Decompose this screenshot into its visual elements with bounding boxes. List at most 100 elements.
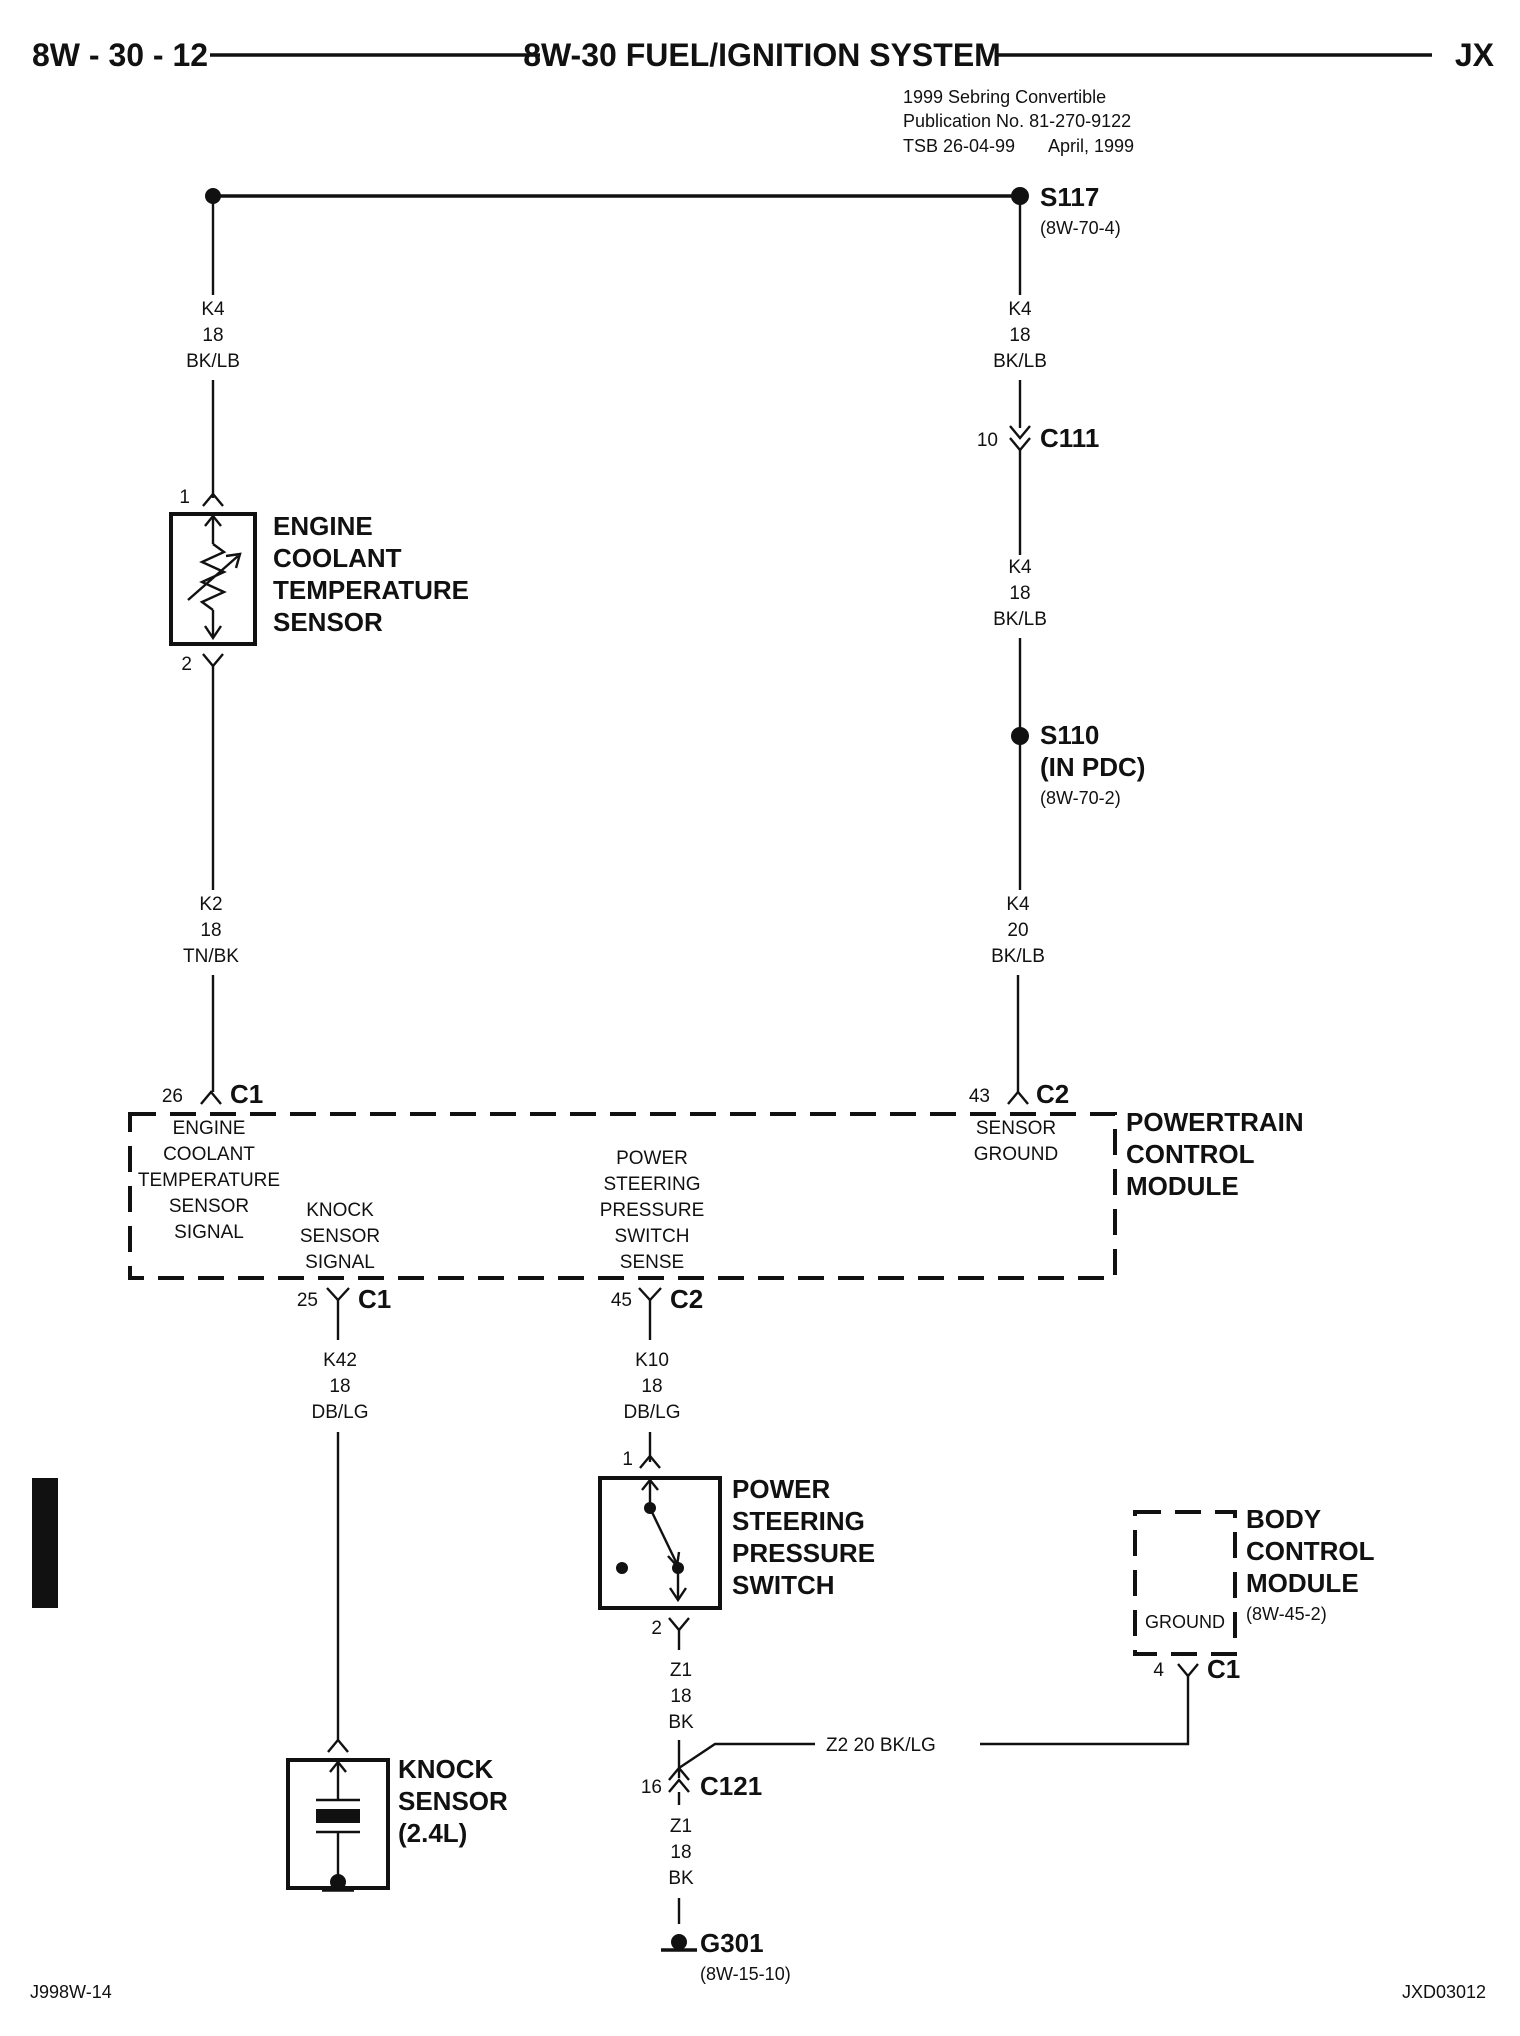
pcm-ects-signal-line-5: SIGNAL bbox=[174, 1222, 244, 1243]
pressure-switch-icon bbox=[616, 1478, 687, 1603]
page-title: 8W-30 FUEL/IGNITION SYSTEM bbox=[523, 37, 1001, 73]
psps-label-line-1: POWER bbox=[732, 1474, 830, 1504]
publication-tsb: TSB 26-04-99 bbox=[903, 136, 1015, 156]
pcm-knock-signal-line-2: SENSOR bbox=[300, 1226, 380, 1247]
pcm-c1-25-name: C1 bbox=[358, 1284, 391, 1314]
ects-pin2-connector-icon bbox=[202, 653, 224, 668]
top-bus: S117 (8W-70-4) bbox=[205, 182, 1121, 238]
wire-z1-bottom-circuit: Z1 bbox=[670, 1816, 692, 1837]
pcm-c2-43-pin: 43 bbox=[969, 1086, 990, 1107]
bcm-ground-label: GROUND bbox=[1145, 1612, 1225, 1632]
wire-z1-bottom-color: BK bbox=[668, 1868, 694, 1889]
bcm-label-line-1: BODY bbox=[1246, 1504, 1321, 1534]
bcm-ref: (8W-45-2) bbox=[1246, 1604, 1327, 1624]
wire-k4-mid-color: BK/LB bbox=[993, 609, 1047, 630]
pcm-c2-45-name: C2 bbox=[670, 1284, 703, 1314]
wire-k42-color: DB/LG bbox=[311, 1402, 368, 1423]
psps-pin1-connector-icon bbox=[639, 1454, 661, 1469]
s110-splice-dot bbox=[1011, 727, 1029, 745]
pcm-ects-signal-line-4: SENSOR bbox=[169, 1196, 249, 1217]
bcm-dashed-outline bbox=[1133, 1510, 1237, 1656]
pcm-ects-signal-line-3: TEMPERATURE bbox=[138, 1170, 280, 1191]
knock-sensor-label-line-1: KNOCK bbox=[398, 1754, 494, 1784]
bcm-c1-4-pin: 4 bbox=[1153, 1660, 1164, 1681]
pcm-label-line-3: MODULE bbox=[1126, 1171, 1239, 1201]
page-code: 8W - 30 - 12 bbox=[32, 37, 208, 73]
g301-ref: (8W-15-10) bbox=[700, 1964, 791, 1984]
publication-line-2: Publication No. 81-270-9122 bbox=[903, 111, 1131, 131]
piezo-element-icon bbox=[316, 1760, 360, 1892]
psps-box bbox=[598, 1476, 722, 1610]
wire-z1-bottom-gauge: 18 bbox=[670, 1842, 691, 1863]
s117-ref: (8W-70-4) bbox=[1040, 218, 1121, 238]
bcm-c1-4-connector-icon bbox=[1177, 1663, 1199, 1678]
wire-k42-gauge: 18 bbox=[329, 1376, 350, 1397]
wire-k4-low-color: BK/LB bbox=[991, 946, 1045, 967]
pcm-c2-45-pin: 45 bbox=[611, 1290, 632, 1311]
pcm-ects-signal-line-1: ENGINE bbox=[173, 1118, 246, 1139]
psps-pin2-number: 2 bbox=[651, 1618, 662, 1639]
wire-k4-low-circuit: K4 bbox=[1006, 894, 1030, 915]
c111-pin: 10 bbox=[977, 430, 998, 451]
knock-sensor-connector-icon bbox=[327, 1738, 349, 1753]
psps-pin1-number: 1 bbox=[622, 1449, 633, 1470]
wire-k4-mid-gauge: 18 bbox=[1009, 583, 1030, 604]
wire-k4-right-color: BK/LB bbox=[993, 351, 1047, 372]
ects-pin1-number: 1 bbox=[179, 487, 190, 508]
right-branch: K4 18 BK/LB 10 C111 K4 18 BK/LB S110 (IN… bbox=[969, 196, 1145, 1109]
s110-ref: (8W-70-2) bbox=[1040, 788, 1121, 808]
psps-label-line-3: PRESSURE bbox=[732, 1538, 875, 1568]
wire-k4-right-circuit: K4 bbox=[1008, 299, 1032, 320]
pcm-dashed-outline bbox=[128, 1112, 1117, 1280]
pcm-c2-45-connector-icon bbox=[638, 1287, 662, 1302]
s110-label: S110 bbox=[1040, 720, 1099, 750]
c111-name: C111 bbox=[1040, 423, 1099, 453]
knock-sensor-branch: 25 C1 K42 18 DB/LG KNOCK SENSOR (2.4L) bbox=[286, 1284, 508, 1892]
ects-label-line-4: SENSOR bbox=[273, 607, 383, 637]
s110-location: (IN PDC) bbox=[1040, 752, 1145, 782]
ects-label-line-2: COOLANT bbox=[273, 543, 402, 573]
bcm-label-line-3: MODULE bbox=[1246, 1568, 1359, 1598]
footer-left-code: J998W-14 bbox=[30, 1982, 112, 2002]
page-header: 8W - 30 - 12 8W-30 FUEL/IGNITION SYSTEM … bbox=[32, 37, 1495, 73]
psps-branch: 45 C2 K10 18 DB/LG 1 POWER STEERING PRES… bbox=[598, 1284, 875, 1984]
thermistor-icon bbox=[187, 514, 242, 641]
c111-connector-icon bbox=[1009, 425, 1031, 452]
psps-label-line-4: SWITCH bbox=[732, 1570, 835, 1600]
publication-line-1: 1999 Sebring Convertible bbox=[903, 87, 1106, 107]
wire-k4-left-gauge: 18 bbox=[202, 325, 223, 346]
pcm-knock-signal-line-1: KNOCK bbox=[306, 1200, 374, 1221]
pcm-c2-43-connector-icon bbox=[1007, 1090, 1029, 1105]
powertrain-control-module: POWERTRAIN CONTROL MODULE ENGINE COOLANT… bbox=[128, 1107, 1304, 1280]
wire-k10-circuit: K10 bbox=[635, 1350, 669, 1371]
wire-k10-gauge: 18 bbox=[641, 1376, 662, 1397]
g301-name: G301 bbox=[700, 1928, 764, 1958]
wire-k4-left-color: BK/LB bbox=[186, 351, 240, 372]
page-index-tab bbox=[32, 1478, 58, 1608]
wire-z2-to-bcm bbox=[980, 1676, 1190, 1746]
body-control-module-branch: Z2 20 BK/LG 4 C1 GROUND BODY CONTROL MOD… bbox=[678, 1504, 1375, 1769]
pcm-psps-sense-line-5: SENSE bbox=[620, 1252, 684, 1273]
ects-pin2-number: 2 bbox=[181, 654, 192, 675]
wire-k4-right-gauge: 18 bbox=[1009, 325, 1030, 346]
knock-sensor-label-line-3: (2.4L) bbox=[398, 1818, 467, 1848]
ects-label-line-1: ENGINE bbox=[273, 511, 373, 541]
pcm-c1-25-pin: 25 bbox=[297, 1290, 318, 1311]
wire-k10-color: DB/LG bbox=[623, 1402, 680, 1423]
wire-z1-top-circuit: Z1 bbox=[670, 1660, 692, 1681]
model-code: JX bbox=[1455, 37, 1495, 73]
wire-k2-color: TN/BK bbox=[183, 946, 239, 967]
wire-k4-mid-circuit: K4 bbox=[1008, 557, 1032, 578]
s117-label: S117 bbox=[1040, 182, 1099, 212]
footer-right-code: JXD03012 bbox=[1402, 1982, 1486, 2002]
pcm-c1-26-name: C1 bbox=[230, 1079, 263, 1109]
pcm-ects-signal-line-2: COOLANT bbox=[163, 1144, 255, 1165]
wire-k42-circuit: K42 bbox=[323, 1350, 357, 1371]
ects-pin1-connector-icon bbox=[202, 492, 224, 507]
pcm-c1-25-connector-icon bbox=[326, 1287, 350, 1302]
pcm-label-line-2: CONTROL bbox=[1126, 1139, 1255, 1169]
ground-icon bbox=[661, 1934, 697, 1952]
wire-k2-gauge: 18 bbox=[200, 920, 221, 941]
pcm-c1-26-pin: 26 bbox=[162, 1086, 183, 1107]
